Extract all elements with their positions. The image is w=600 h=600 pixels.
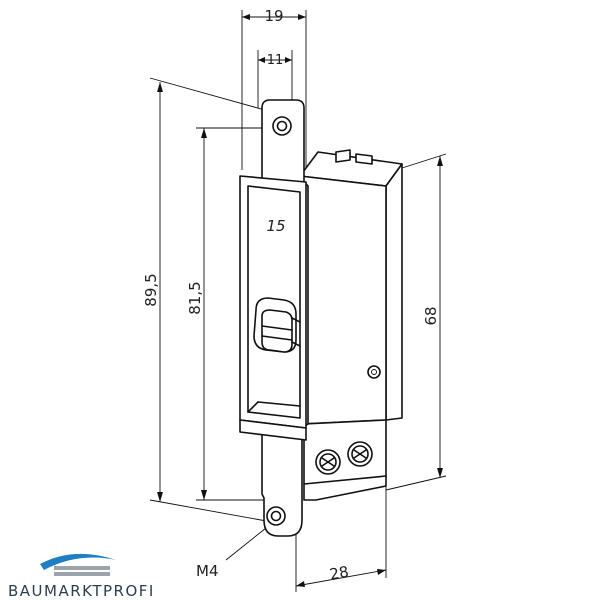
dim-opening: 15 (266, 217, 285, 235)
logo-swoosh-icon (40, 553, 116, 576)
logo-text: BAUMARKTPROFI (8, 582, 155, 600)
terminal-block (303, 419, 387, 501)
baumarktprofi-logo: BAUMARKTPROFI (4, 546, 174, 600)
strike-body (299, 149, 403, 425)
latch (253, 297, 301, 353)
dim-body-height: 68 (422, 306, 440, 325)
dim-width-inner: 11 (267, 53, 284, 68)
dim-height-total: 89,5 (142, 273, 160, 306)
dimension-labels: 19 11 15 89,5 81,5 68 28 M4 (142, 7, 440, 584)
dim-width-outer: 19 (264, 7, 283, 25)
dim-hole-spacing: 81,5 (186, 281, 204, 314)
dim-body-depth: 28 (328, 563, 350, 584)
thread-label: M4 (196, 562, 219, 580)
